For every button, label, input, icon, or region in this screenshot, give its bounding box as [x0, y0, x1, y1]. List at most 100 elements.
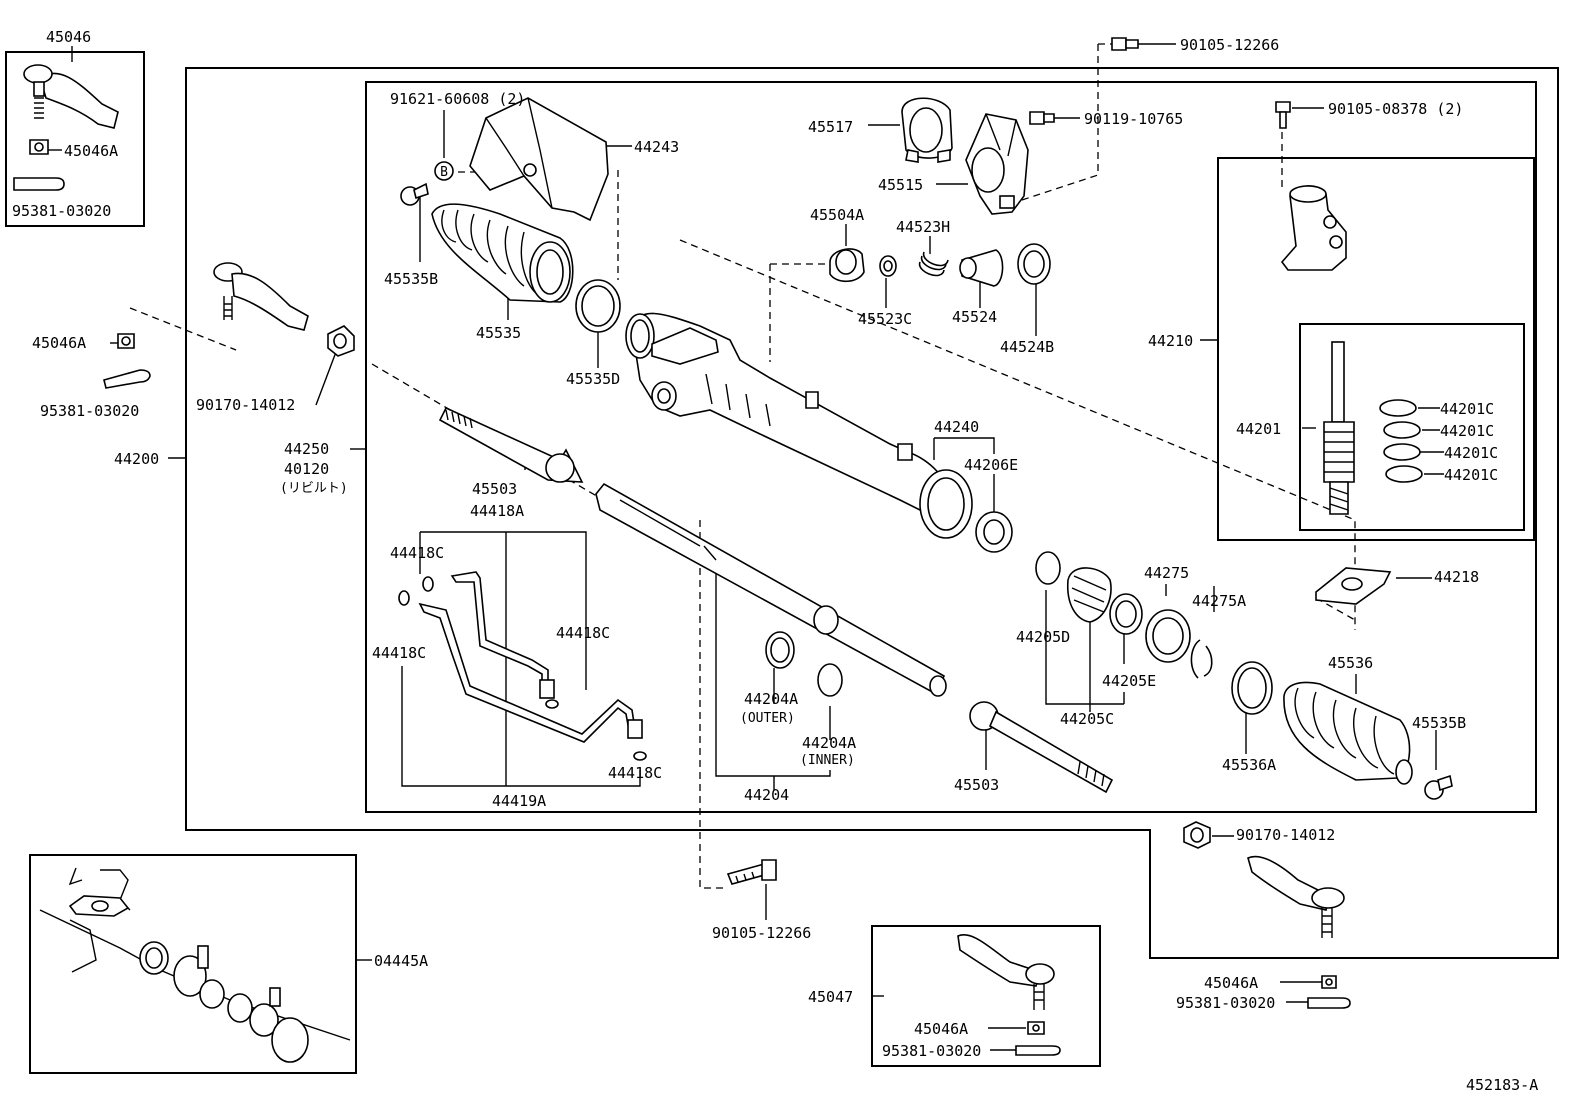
label-95381-rh[interactable]: 95381-03020 — [1176, 994, 1275, 1012]
guide-seat-45523c-icon — [879, 255, 897, 277]
snap-ring-44275a-icon — [1190, 639, 1213, 679]
boot-clip-rh-icon — [1424, 774, 1453, 800]
label-44250[interactable]: 44250 — [284, 440, 329, 458]
boot-clamp-45536a-icon — [1231, 661, 1273, 715]
label-44204[interactable]: 44204 — [744, 786, 789, 804]
bolt-90105-08378-icon — [1275, 101, 1291, 129]
o-ring-44201c-2-icon — [1383, 421, 1421, 439]
cotter-pin-lh-icon — [103, 369, 151, 389]
lock-nut-44524b-icon — [1017, 243, 1051, 285]
pinion-shaft-icon — [1323, 341, 1355, 515]
label-45524[interactable]: 45524 — [952, 308, 997, 326]
o-ring-44201c-1-icon — [1379, 399, 1417, 417]
label-45046a-rh[interactable]: 45046A — [1204, 974, 1258, 992]
label-44205c[interactable]: 44205C — [1060, 710, 1114, 728]
label-44201c-4[interactable]: 44201C — [1444, 466, 1498, 484]
inner-tie-rod-rh-icon — [969, 701, 1114, 794]
repair-kit-inset-box — [29, 854, 357, 1074]
label-90170-rh[interactable]: 90170-14012 — [1236, 826, 1335, 844]
label-44210[interactable]: 44210 — [1148, 332, 1193, 350]
inner-tie-rod-lh-icon — [438, 406, 584, 483]
label-45504a[interactable]: 45504A — [810, 206, 864, 224]
label-44418c-2[interactable]: 44418C — [556, 624, 610, 642]
label-44418c-4[interactable]: 44418C — [608, 764, 662, 782]
label-44524b[interactable]: 44524B — [1000, 338, 1054, 356]
label-44523h[interactable]: 44523H — [896, 218, 950, 236]
castle-nut-icon — [29, 139, 49, 155]
label-44240[interactable]: 44240 — [934, 418, 979, 436]
bolt-90105-12266-bottom-icon — [726, 859, 777, 885]
label-95381-lh[interactable]: 95381-03020 — [40, 402, 139, 420]
label-45503-lh[interactable]: 45503 — [472, 480, 517, 498]
label-90119[interactable]: 90119-10765 — [1084, 110, 1183, 128]
label-44206e[interactable]: 44206E — [964, 456, 1018, 474]
bolt-90105-12266-top-icon — [1111, 37, 1139, 51]
o-ring-44201c-4-icon — [1385, 465, 1423, 483]
part-labels: 45046 45046A 95381-03020 45046A 95381-03… — [12, 28, 1538, 1094]
label-45047[interactable]: 45047 — [808, 988, 853, 1006]
label-45046a-box[interactable]: 45046A — [914, 1020, 968, 1038]
label-44419a[interactable]: 44419A — [492, 792, 546, 810]
label-45523c[interactable]: 45523C — [858, 310, 912, 328]
label-95381-inset[interactable]: 95381-03020 — [12, 202, 111, 220]
label-45503-rh[interactable]: 45503 — [954, 776, 999, 794]
label-44418c-3[interactable]: 44418C — [372, 644, 426, 662]
label-44201c-2[interactable]: 44201C — [1440, 422, 1494, 440]
rack-guide-cover-45517-icon — [901, 97, 953, 163]
castle-nut-box-icon — [1027, 1021, 1045, 1035]
pinion-housing-icon — [1280, 185, 1347, 271]
label-45535[interactable]: 45535 — [476, 324, 521, 342]
label-91621[interactable]: 91621-60608 (2) — [390, 90, 525, 108]
label-45535b-rh[interactable]: 45535B — [1412, 714, 1466, 732]
gasket-44218-icon — [1315, 567, 1392, 605]
castle-nut-rh-icon — [1321, 975, 1337, 989]
label-04445a[interactable]: 04445A — [374, 952, 428, 970]
label-44204a-inner[interactable]: 44204A — [802, 734, 856, 752]
o-rings-44418c-icon — [398, 576, 647, 761]
label-45536a[interactable]: 45536A — [1222, 756, 1276, 774]
label-44204a-outer-note: (OUTER) — [740, 711, 795, 726]
label-45515[interactable]: 45515 — [878, 176, 923, 194]
label-45535b-lh[interactable]: 45535B — [384, 270, 438, 288]
label-44218[interactable]: 44218 — [1434, 568, 1479, 586]
label-90170-lh[interactable]: 90170-14012 — [196, 396, 295, 414]
rack-boot-rh-icon — [1283, 681, 1413, 785]
label-44201[interactable]: 44201 — [1236, 420, 1281, 438]
rack-guide-45504a-icon — [829, 248, 865, 283]
spring-cap-45524-icon — [959, 249, 1004, 287]
boot-clip-lh-icon — [400, 182, 429, 206]
tie-rod-end-inset-box — [5, 51, 145, 227]
label-90105-12266-top[interactable]: 90105-12266 — [1180, 36, 1279, 54]
bushing-44205e-icon — [1109, 593, 1143, 635]
oil-seal-44206e-icon — [975, 511, 1013, 553]
label-44204a-outer[interactable]: 44204A — [744, 690, 798, 708]
spring-44523h-icon — [919, 251, 949, 277]
label-44205e[interactable]: 44205E — [1102, 672, 1156, 690]
label-44243[interactable]: 44243 — [634, 138, 679, 156]
label-44201c-3[interactable]: 44201C — [1444, 444, 1498, 462]
grommet-b-marker-icon: B — [434, 161, 454, 181]
label-45046a-lh[interactable]: 45046A — [32, 334, 86, 352]
lock-nut-lh-icon — [327, 325, 355, 357]
label-45535d[interactable]: 45535D — [566, 370, 620, 388]
label-44418a[interactable]: 44418A — [470, 502, 524, 520]
label-45046a-inset[interactable]: 45046A — [64, 142, 118, 160]
label-44275[interactable]: 44275 — [1144, 564, 1189, 582]
label-90105-08378[interactable]: 90105-08378 (2) — [1328, 100, 1463, 118]
label-44418c-1[interactable]: 44418C — [390, 544, 444, 562]
label-90105-12266-bottom[interactable]: 90105-12266 — [712, 924, 811, 942]
label-44205d[interactable]: 44205D — [1016, 628, 1070, 646]
label-95381-box[interactable]: 95381-03020 — [882, 1042, 981, 1060]
rack-boot-lh-icon — [431, 203, 574, 303]
label-40120[interactable]: 40120 — [284, 460, 329, 478]
label-44275a[interactable]: 44275A — [1192, 592, 1246, 610]
label-45046[interactable]: 45046 — [46, 28, 91, 46]
boot-clamp-45535d-icon — [575, 279, 621, 333]
boot-bracket-icon — [469, 97, 609, 222]
label-44201c-1[interactable]: 44201C — [1440, 400, 1494, 418]
label-44200[interactable]: 44200 — [114, 450, 159, 468]
label-45536[interactable]: 45536 — [1328, 654, 1373, 672]
bolt-90119-icon — [1029, 111, 1055, 125]
label-45517[interactable]: 45517 — [808, 118, 853, 136]
